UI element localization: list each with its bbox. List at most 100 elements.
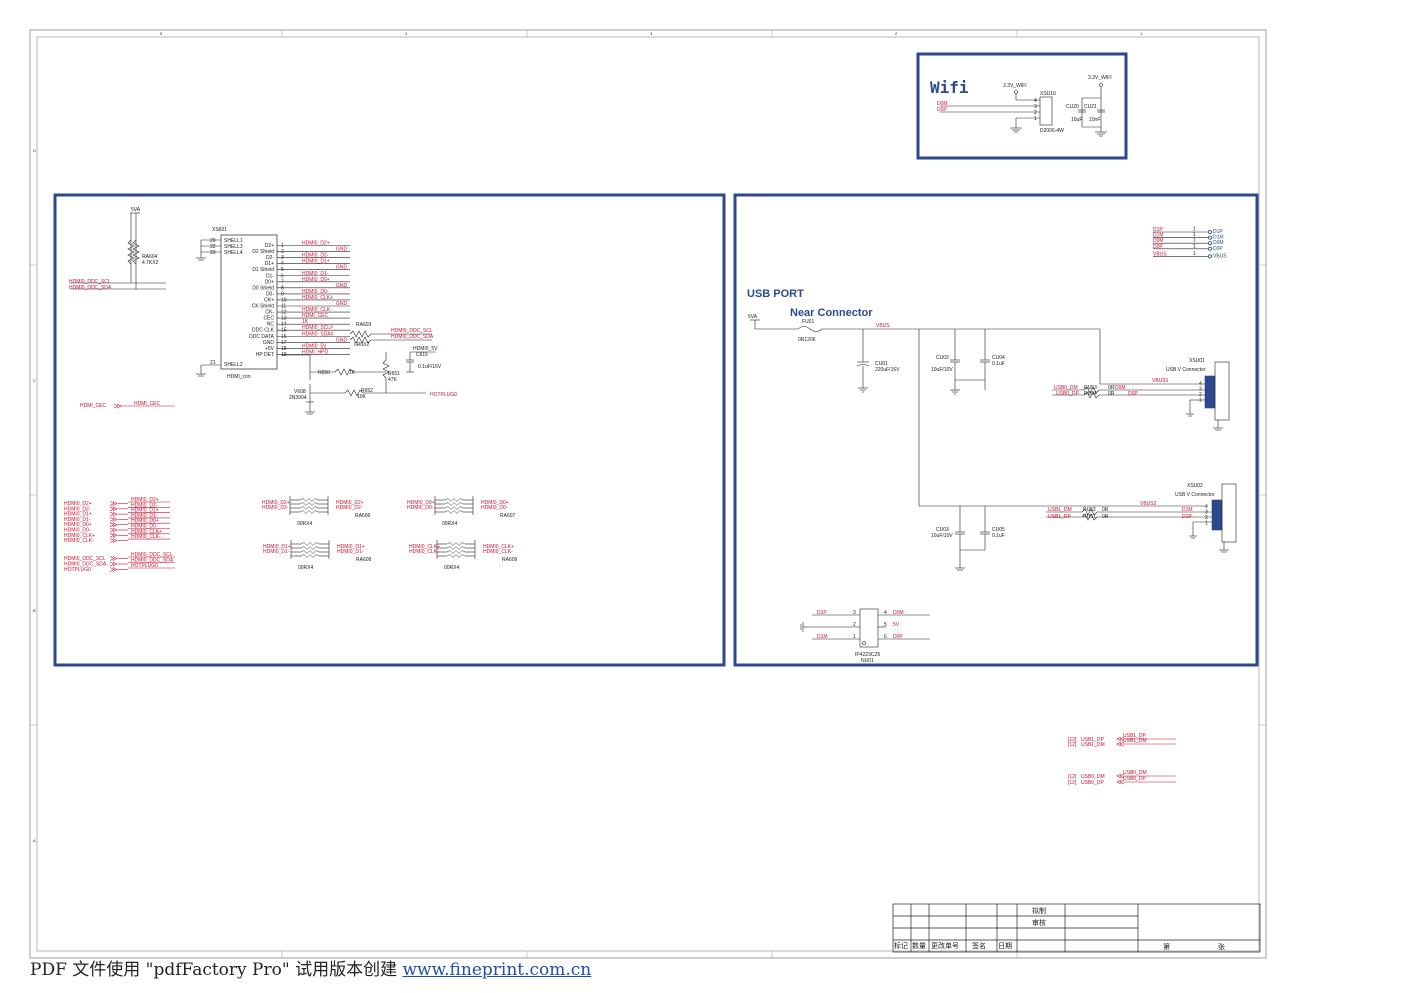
hdmi-array-left: HDMI0_D1+ — [263, 544, 291, 550]
hdmi-pin-num: 5 — [281, 267, 284, 273]
hdmi-r650: R650 — [318, 370, 330, 376]
array-resistor — [446, 554, 466, 558]
usb-d1m: D1M — [1182, 507, 1193, 513]
wifi-cap2-val: 10nF — [1089, 117, 1100, 123]
hdmi-pin-name: D0+ — [265, 279, 274, 285]
usb-conn-pin: 1 — [1199, 398, 1202, 404]
wifi-supply-left: 3.3V_WIFI — [1003, 83, 1027, 89]
hdmi-pin-name: CEC — [263, 316, 274, 322]
test-point-icon — [1208, 254, 1213, 259]
offpage-ref: [12] — [1068, 742, 1077, 748]
offpage-net: USB0_DP — [1081, 780, 1104, 786]
hdmi-r651: R651 — [388, 371, 400, 377]
hdmi-5v-net: HDMI0_5V — [413, 346, 438, 352]
net-arrow — [1119, 773, 1125, 779]
hdmi-bus-right: HDMI0_CLK+ — [131, 529, 162, 535]
title-col: 日期 — [998, 942, 1012, 950]
hdmi-pin-name: CK Shield — [252, 304, 274, 310]
wifi-cap1: CU20 — [1066, 104, 1079, 110]
usb-cu05-val: 0.1uF — [992, 533, 1005, 539]
hdmi-pin-name: SHELL1 — [224, 238, 243, 244]
usb-esd-pin: 1 — [853, 634, 856, 640]
usb-top-pin: 1 — [1193, 238, 1196, 244]
net-arrow — [109, 533, 115, 538]
test-point-icon — [1208, 229, 1213, 234]
hdmi-r652: R652 — [361, 388, 373, 394]
usb-esd-net: D0P — [893, 634, 903, 640]
usb-ru53: RU53 — [1084, 385, 1097, 391]
border-top-label: 1 — [1140, 31, 1143, 36]
net-arrow — [112, 522, 118, 527]
usb-frame — [733, 193, 1259, 667]
hdmi-bus-left: HDMI0_D0- — [64, 528, 91, 534]
hdmi-pin-net: HDMI_HPD — [302, 349, 329, 355]
net-arrow — [112, 517, 118, 522]
usb-top-label: D0M — [1213, 240, 1224, 246]
test-point-icon — [1208, 246, 1213, 251]
offpage-ref: [12] — [1068, 780, 1077, 786]
hdmi-net-scl: HDMI0_DDC_SCL — [69, 279, 111, 285]
hdmi-bus-right: HDMI0_D1- — [131, 513, 158, 519]
hdmi-pin-name: D1 Shield — [252, 267, 274, 273]
usb-offpage-labels: [12]USB1_DPUSB1_DP[12]USB1_DMUSB1_DM[12]… — [1068, 733, 1176, 786]
hdmi-pin-num: 18 — [281, 346, 287, 352]
usb-cu03-val: 10uF/10V — [931, 533, 953, 539]
hdmi-pin-name: D2+ — [265, 243, 274, 249]
hdmi-bus-left: HDMI0_D2+ — [64, 501, 92, 507]
array-resistor — [300, 542, 320, 546]
hdmi-array-ref: RA608 — [356, 557, 372, 563]
hdmi-pin-name: SHELL4 — [224, 250, 243, 256]
hdmi-bus2-right: HDMI0_DDC_SCL — [131, 552, 173, 558]
net-arrow — [1116, 741, 1122, 747]
usb-conn-pin: 2 — [1199, 392, 1202, 398]
usb-usb0-dm: USB0_DM — [1054, 385, 1078, 391]
hdmi-pin-name: DDC CLK — [252, 328, 275, 334]
net-arrow — [109, 567, 115, 572]
offpage-label: USB1_DP — [1123, 733, 1146, 739]
offpage-net: USB0_DM — [1081, 774, 1105, 780]
hdmi-pin-name: GND — [263, 340, 275, 346]
hdmi-array-val: 00RX4 — [298, 565, 314, 571]
net-arrow — [112, 556, 118, 561]
usb-esd-pin: 2 — [853, 622, 856, 628]
hdmi-supply: 5VA — [131, 207, 141, 213]
hdmi-pin-name: D2 Shield — [252, 249, 274, 255]
usb-top-pin: 1 — [1193, 251, 1196, 257]
usb-esd-net: D1P — [817, 610, 827, 616]
hdmi-array-right: HDMI0_D2+ — [336, 500, 364, 506]
hdmi-bus-left: HDMI0_CLK+ — [64, 533, 95, 539]
title-block — [892, 903, 1261, 953]
hdmi-pin-net: HDMI0_5V — [302, 343, 327, 349]
usb-esd-ref: NU01 — [861, 658, 874, 664]
array-resistor — [444, 502, 464, 506]
hdmi-pin-num: 17 — [281, 340, 287, 346]
hdmi-pin-net: HDMI0_CLK+ — [302, 295, 333, 301]
usb-top-pin: 1 — [1193, 232, 1196, 238]
hdmi-bus-right: HDMI0_CLK- — [131, 534, 161, 540]
usb-top-pin: 1 — [1193, 227, 1196, 233]
wifi-connector-part: D2006-4W — [1040, 128, 1064, 134]
array-resistor — [299, 510, 319, 514]
hdmi-pin-name: D0 Shield — [252, 285, 274, 291]
net-arrow — [112, 511, 118, 517]
net-arrow — [1119, 779, 1125, 785]
usb-cu05: CU05 — [992, 527, 1005, 533]
wifi-frame — [916, 52, 1128, 160]
hdmi-frame — [53, 193, 726, 667]
hdmi-net-sda: HDMI0_DDC_SDA — [69, 285, 112, 291]
hdmi-pin-num: 16 — [281, 334, 287, 340]
border-top-label: 2 — [895, 31, 898, 36]
hdmi-bus-right: HDMI0_D2- — [131, 502, 158, 508]
border-top-label: 4 — [405, 31, 408, 36]
title-col: 更改单号 — [931, 941, 959, 950]
hdmi-pin-num: 20 — [210, 238, 216, 244]
hdmi-pin-net: HDMI0_SCL# — [302, 325, 333, 331]
usb-conn-pin: 4 — [1205, 504, 1208, 510]
usb-subtitle: Near Connector — [790, 307, 873, 319]
hdmi-bus-labels: HDMI0_D2+HDMI0_D2-HDMI0_D1+HDMI0_D1-HDMI… — [64, 497, 175, 573]
hdmi-pin-num: 23 — [210, 250, 216, 256]
hdmi-pin-net: HDMI0_D2+ — [302, 241, 330, 247]
net-arrow — [109, 527, 115, 533]
footer-link[interactable]: www.fineprint.com.cn — [402, 960, 592, 980]
